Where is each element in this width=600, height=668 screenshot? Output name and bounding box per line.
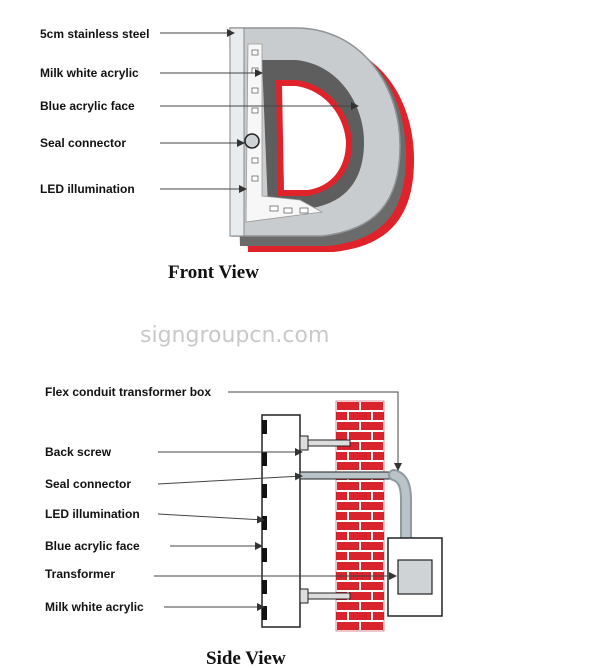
face-segment [262,452,267,466]
side-labels: Flex conduit transformer box Back screw … [45,385,211,614]
label-side-blue-acrylic-face: Blue acrylic face [45,539,140,553]
stainless-steel-strip [229,27,245,237]
led-module [251,87,259,94]
milk-white-channel [245,43,324,223]
face-segment [262,516,267,530]
led-modules [251,49,309,214]
label-milk-white-acrylic: Milk white acrylic [40,66,139,80]
screw-head-bottom [299,588,309,604]
letter-d-illustration [229,27,414,252]
led-module [251,49,259,56]
label-stainless-steel: 5cm stainless steel [40,27,149,41]
label-side-milk-white-acrylic: Milk white acrylic [45,600,144,614]
label-side-seal-connector: Seal connector [45,477,131,491]
side-view-title: Side View [206,648,286,668]
screw-head-top [299,435,309,451]
front-view-title: Front View [168,262,259,283]
led-module [251,157,259,164]
face-segment [262,548,267,562]
sign-cabinet [261,414,301,628]
face-segment [262,580,267,594]
letter-d-counter-white [282,86,346,190]
label-back-screw: Back screw [45,445,112,459]
label-seal-connector: Seal connector [40,136,126,150]
led-module [251,67,259,74]
transformer [397,559,433,595]
led-module [251,107,259,114]
back-screws [299,435,351,604]
led-module [269,205,279,212]
led-module [251,175,259,182]
side-leaders [154,391,402,611]
side-view-illustration [261,400,443,632]
label-led-illumination: LED illumination [40,182,135,196]
seal-connector-circle [244,133,260,149]
front-labels: 5cm stainless steel Milk white acrylic B… [40,27,149,196]
label-blue-acrylic-face: Blue acrylic face [40,99,135,113]
face-segment [262,606,267,620]
led-module [283,207,293,214]
led-module [299,207,309,214]
seal-connector-pipe [299,471,397,480]
face-segment [262,420,267,434]
label-transformer: Transformer [45,567,115,581]
face-segment [262,484,267,498]
label-side-led-illumination: LED illumination [45,507,140,521]
front-leaders [160,29,359,193]
watermark: signgroupcn.com [140,323,329,348]
label-flex-conduit-transformer-box: Flex conduit transformer box [45,385,211,399]
